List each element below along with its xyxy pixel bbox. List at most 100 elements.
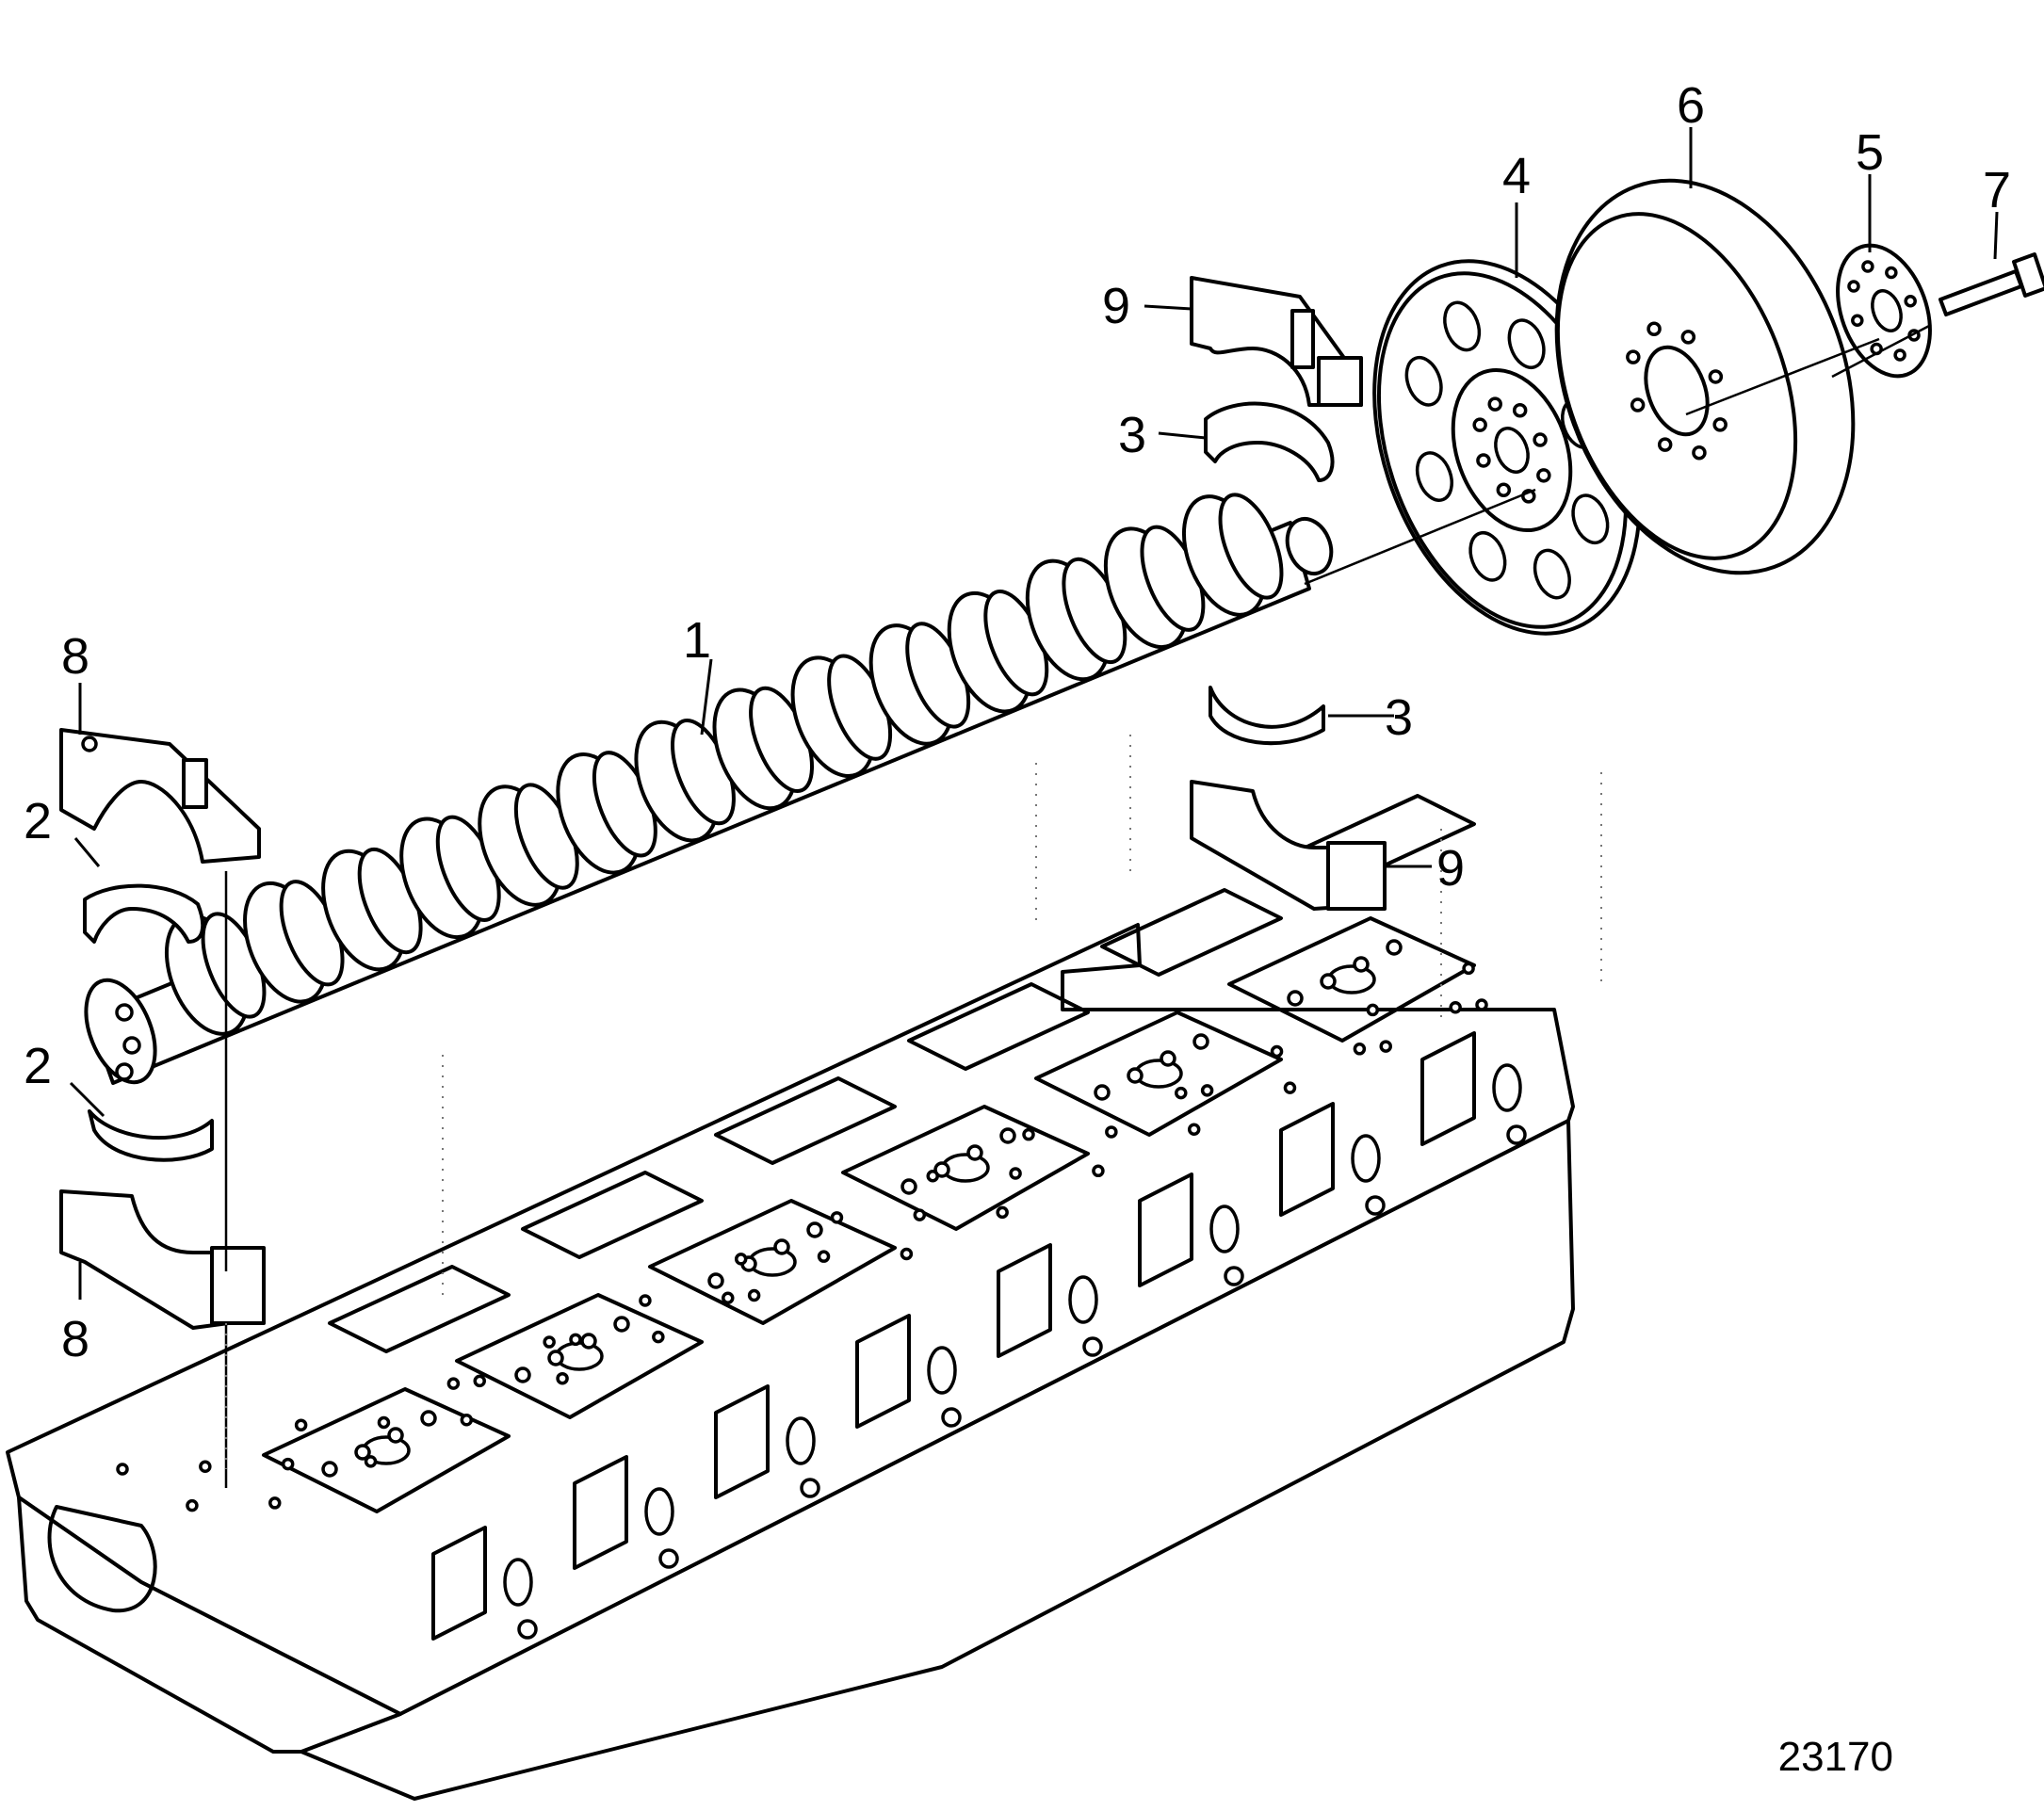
valve-hole [900,1178,917,1195]
damper-face-edge [1555,212,1798,560]
bolt-head [2012,252,2044,298]
bolt-hole [1187,1123,1201,1136]
valve-hole [933,1161,950,1178]
valve-hole [707,1272,724,1289]
bolt-hole [186,1498,199,1512]
bolt-hole [1175,1086,1188,1100]
side-hole [503,1558,533,1607]
gear-hole [1507,318,1546,370]
side-cutout [855,1314,911,1429]
side-hole [1492,1063,1522,1112]
side-cutout [573,1455,628,1570]
port-outline [648,1199,897,1325]
gear-hole [1404,355,1443,407]
side-hole [1068,1275,1098,1324]
gear-hub-bolt-hole [1476,453,1491,468]
top-pocket [328,1265,511,1353]
bolt-hole [1283,1081,1297,1094]
gear-hole [1415,451,1453,502]
callout-9-lower: 9 [1436,840,1465,897]
side-hole-small [1082,1336,1103,1357]
valve-hole [613,1316,630,1333]
gear-hole [1468,530,1507,582]
bearing-shell-upper-front [83,883,205,944]
bolt-hole [652,1330,665,1344]
callout-leader-lines [69,127,1999,1300]
bearing-shell-lower-front [88,1109,214,1162]
callout-3-upper: 3 [1118,407,1146,463]
damper-bolt-hole [1626,349,1641,364]
bearing-cap-top-front [59,728,261,864]
gear-hub-bolt-hole [1533,432,1548,447]
gear-hub-bolt-hole [1536,468,1551,483]
valve-hole [1386,939,1403,956]
bearing-shell-upper-rear [1204,401,1335,482]
center-bolt [1939,252,2044,316]
side-hole-small [1365,1195,1386,1216]
valve-hole [1160,1050,1176,1067]
bolt-hole [1009,1167,1022,1180]
damper-bolt-hole [1708,369,1724,384]
camshaft [84,493,1334,1085]
valve-hole [354,1444,371,1461]
end-face-opening [47,1505,157,1613]
damper-bolt-holes [1626,321,1728,461]
gear-hub-bolt-hole [1496,482,1512,498]
side-cutout [997,1243,1052,1358]
bolt-hole [747,1288,761,1302]
bolt-hole [364,1455,378,1468]
valve-hole [806,1221,823,1238]
valve-hole [420,1410,437,1427]
dotted-reference-lines [225,735,1602,1469]
side-hole-small [1224,1266,1244,1286]
plate-bolt-holes [1847,260,1921,362]
bolt-hole [294,1418,308,1431]
damper-bolt-hole [1647,321,1662,336]
bolt-hole [926,1169,939,1183]
cylinder-head [6,794,1575,1801]
damper-bolt-hole [1692,445,1707,461]
callout-labels: 1 2 2 3 3 4 5 6 7 8 8 9 9 [24,77,2011,1367]
side-cutout [1420,1031,1476,1146]
port-outline [1227,916,1476,1043]
gear-hole [1571,493,1610,545]
valve-hole [580,1333,597,1350]
bolt-hole [1462,962,1475,976]
side-cutout [1138,1172,1193,1287]
bolt-hole [446,1377,461,1390]
camshaft-end-hole [115,1003,134,1022]
gear-hole [1443,300,1482,352]
gear-lightening-holes [1404,300,1610,600]
side-hole-small [1506,1124,1527,1145]
damper-bolt-hole [1657,437,1673,452]
bolt-hole [1270,1044,1284,1059]
side-hole [1209,1205,1240,1253]
camshaft-end-hole [115,1062,134,1081]
port-outline [1034,1011,1283,1137]
gear-hub-bolt-hole [1472,417,1487,432]
gear-center-bore [1494,427,1530,474]
side-hole [786,1416,816,1465]
bolt-hole [199,1460,212,1474]
bolt-hole [639,1294,652,1307]
bolt-hole [1105,1125,1118,1139]
camshaft-front-end [84,978,157,1085]
valve-hole [999,1127,1016,1144]
bolt-hole [1200,1084,1214,1097]
plate-bolt-hole [1885,266,1898,280]
plate-bolt-hole [1851,314,1864,328]
bolt-hole [556,1371,569,1385]
gear-hub-bolt-hole [1512,402,1528,418]
gear-hole [1533,548,1571,600]
side-hole [927,1346,957,1395]
side-hole-small [800,1478,820,1498]
assembly-center-lines [224,323,1932,1488]
bolt-hole [996,1205,1009,1220]
hub-plate [1836,243,1932,379]
side-cutout [431,1526,487,1641]
bolt-hole [281,1457,295,1471]
side-cutout [1279,1102,1335,1217]
bolt-shank [1939,269,2023,316]
valve-hole [1320,973,1337,990]
camshaft-end-hole [122,1036,141,1055]
